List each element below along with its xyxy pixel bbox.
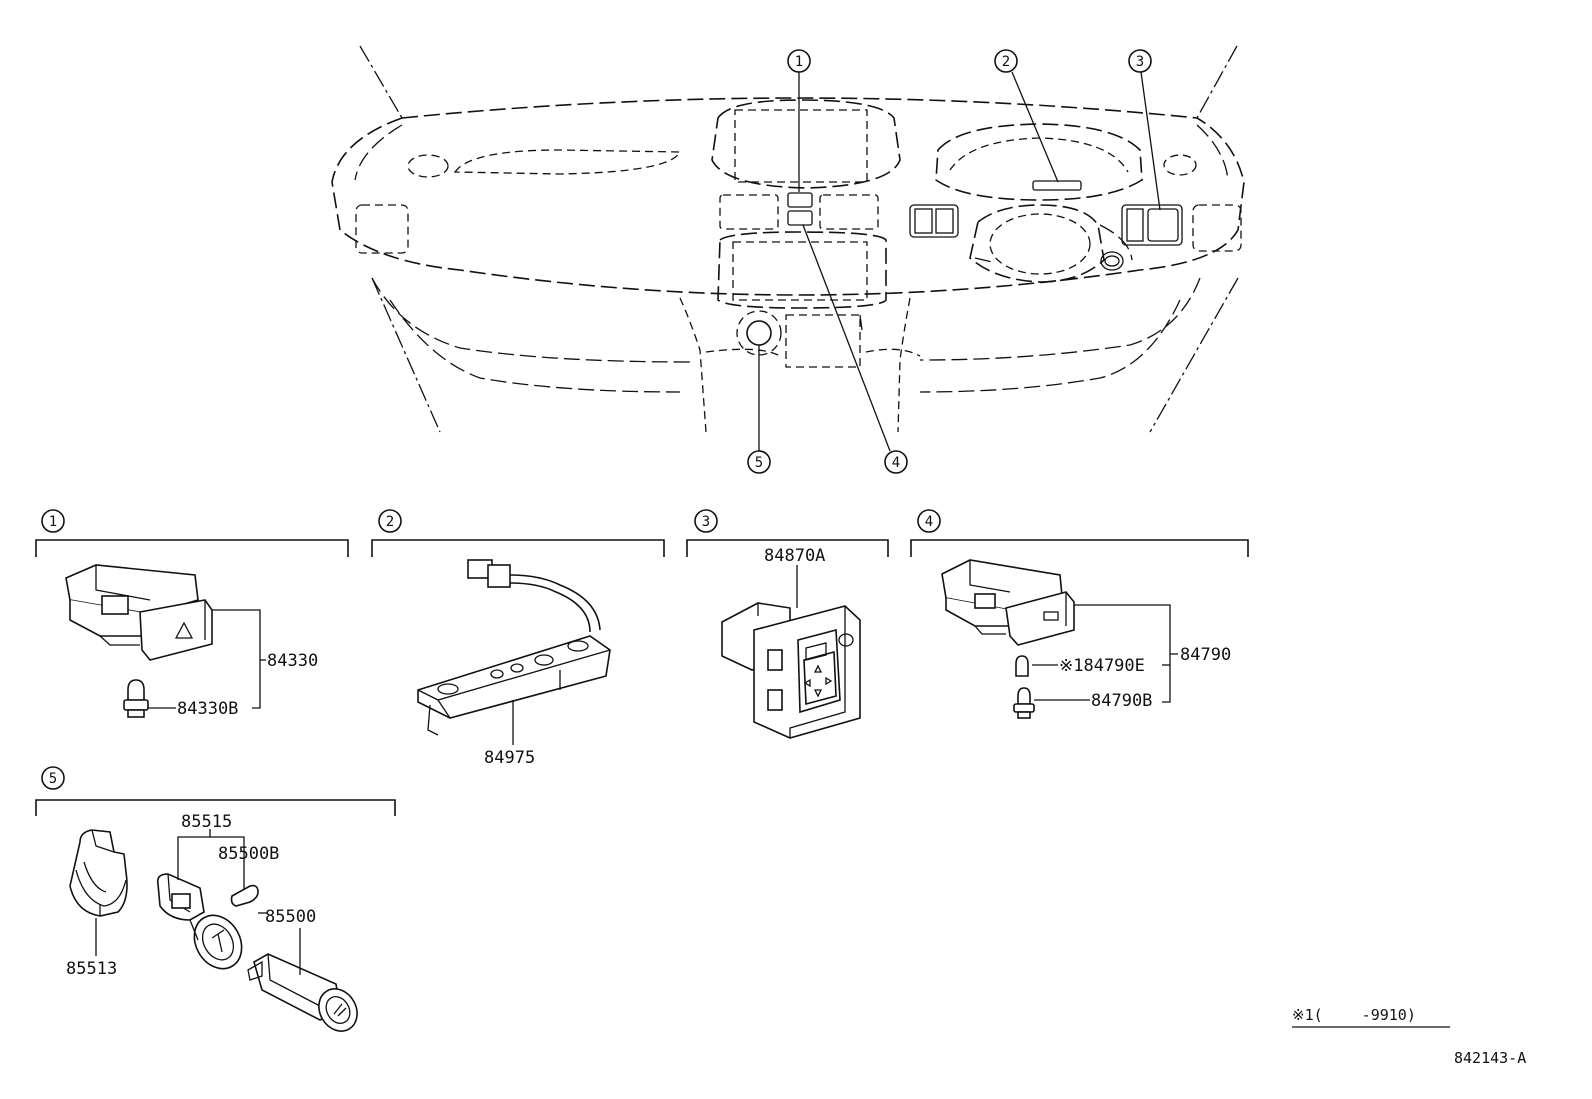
part-84330: 84330 — [267, 651, 318, 671]
dashboard-overview: 1 2 3 4 5 — [331, 45, 1245, 474]
bulb-184790E-drawing — [1015, 655, 1029, 677]
footnote: ※1( -9910) — [1292, 1006, 1450, 1028]
callout-4: 4 — [802, 224, 908, 474]
arrow-left-icon — [803, 678, 811, 688]
svg-text:1: 1 — [49, 514, 57, 530]
svg-text:2: 2 — [386, 514, 394, 530]
part-85515: 85515 — [181, 812, 232, 832]
svg-text:3: 3 — [1136, 54, 1144, 70]
part-84790: 84790 — [1180, 645, 1231, 665]
group-3-badge — [694, 509, 718, 533]
bulb-85500B-drawing — [230, 884, 259, 907]
group-4-bracket — [910, 539, 1249, 557]
part-84870A: 84870A — [764, 546, 825, 566]
group-5-bracket — [35, 799, 396, 816]
part-85500: 85500 — [265, 907, 316, 927]
group-2-bracket — [371, 539, 665, 557]
group-4: 4 84790 ※184790E 84790B — [910, 509, 1249, 719]
arrow-up-icon — [813, 664, 823, 673]
lighter-icon — [333, 1003, 347, 1017]
svg-text:5: 5 — [755, 455, 763, 471]
group-4-badge — [917, 509, 941, 533]
lighter-bracket-85513-drawing — [69, 829, 128, 917]
defogger-switch-drawing — [941, 559, 1075, 646]
lighter-85500-drawing — [247, 953, 358, 1032]
group-3: 3 84870A — [686, 509, 889, 739]
svg-text:2: 2 — [1002, 54, 1010, 70]
mirror-switch-drawing — [721, 602, 861, 739]
defogger-icon — [1043, 611, 1059, 621]
hazard-switch-drawing — [65, 564, 213, 661]
part-85513: 85513 — [66, 959, 117, 979]
group-5: 5 — [35, 766, 396, 1032]
bulb-84790B-drawing — [1013, 687, 1035, 719]
arrow-down-icon — [813, 689, 823, 698]
callout-2: 2 — [994, 49, 1059, 183]
group-3-bracket — [686, 539, 889, 557]
group-5-badge — [41, 766, 65, 790]
svg-text:1: 1 — [795, 54, 803, 70]
part-85500B: 85500B — [218, 844, 279, 864]
group-2-badge — [378, 509, 402, 533]
diagram-reference: 842143-A — [1454, 1049, 1526, 1067]
indicator-panel-drawing — [417, 559, 611, 736]
bulb-84330B-drawing — [123, 679, 149, 718]
socket-85515-drawing — [156, 873, 243, 970]
part-84330B: 84330B — [177, 699, 238, 719]
group-1-bracket — [35, 539, 349, 557]
svg-text:4: 4 — [925, 514, 933, 530]
group-1-badge — [41, 509, 65, 533]
svg-text:5: 5 — [49, 771, 57, 787]
svg-text:3: 3 — [702, 514, 710, 530]
hazard-triangle-icon — [174, 621, 194, 639]
callout-3: 3 — [1128, 49, 1161, 211]
part-184790E: ※184790E — [1059, 656, 1145, 676]
part-84790B: 84790B — [1091, 691, 1152, 711]
callout-5: 5 — [747, 345, 771, 474]
part-84975: 84975 — [484, 748, 535, 768]
arrow-right-icon — [825, 676, 833, 686]
svg-text:4: 4 — [892, 455, 900, 471]
group-2: 2 84975 — [371, 509, 665, 768]
footnote-text: ※1( -9910) — [1292, 1006, 1416, 1024]
group-1: 1 84330 84330B — [35, 509, 349, 719]
callout-1: 1 — [787, 49, 811, 192]
